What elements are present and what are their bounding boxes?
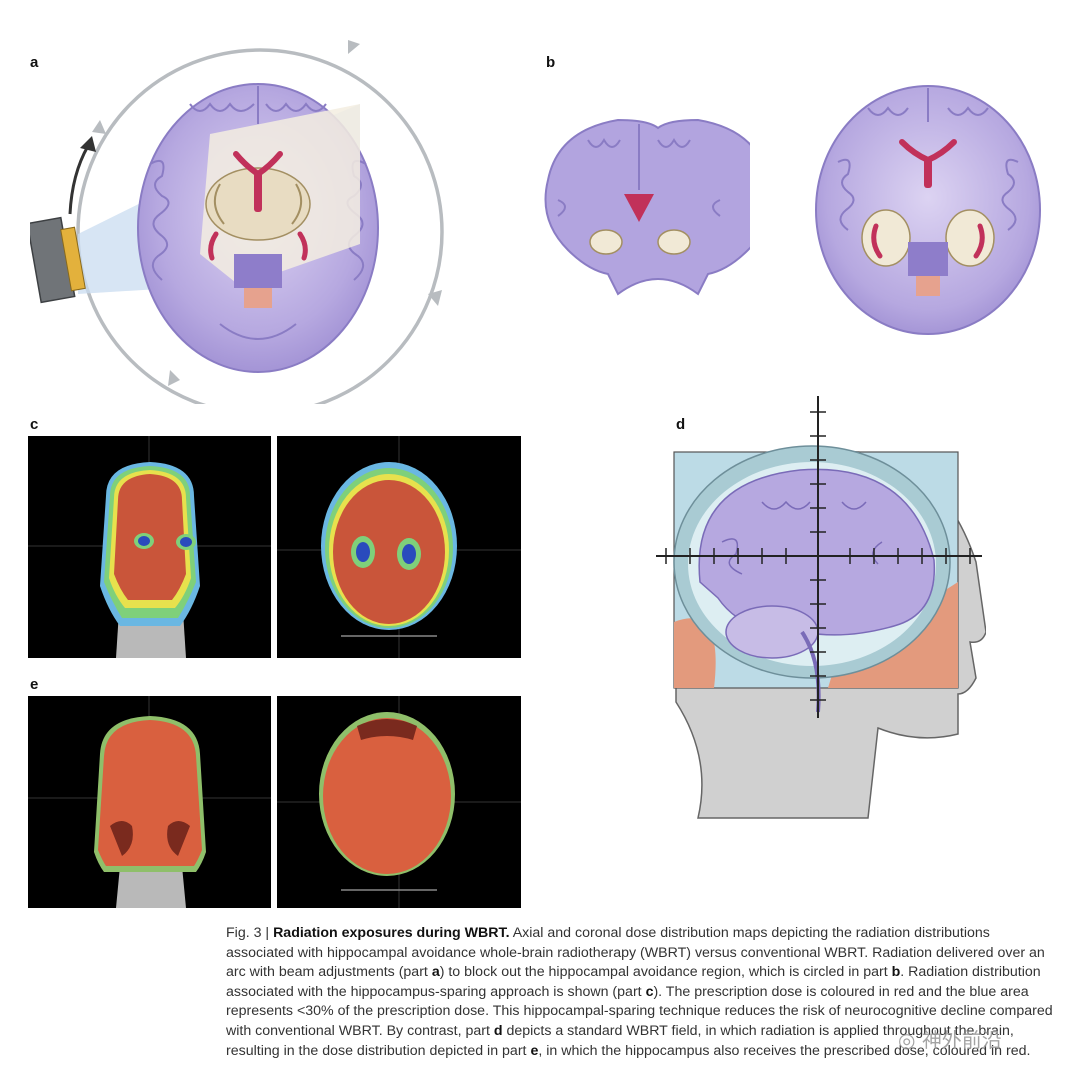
arc-arrow-left <box>92 120 106 134</box>
caption-fig-label: Fig. 3 | <box>226 925 273 941</box>
caption-ref-d: d <box>494 1023 503 1039</box>
panel-e-coronal-dose-map <box>28 696 271 908</box>
caption-seg2: ) to block out the hippocampal avoidance… <box>440 964 892 980</box>
caption-ref-b: b <box>892 964 901 980</box>
arc-arrow-top <box>348 40 360 54</box>
caption-title: Radiation exposures during WBRT. <box>273 925 509 941</box>
panel-label-c: c <box>30 416 38 433</box>
panel-label-b: b <box>546 54 555 71</box>
wechat-icon: ◎ <box>898 1028 922 1052</box>
watermark-label: 神外前沿 <box>922 1028 1002 1052</box>
caption-ref-a: a <box>432 964 440 980</box>
panel-b-axial-illustration <box>808 82 1048 342</box>
panel-d-wbrt-field-illustration <box>652 392 986 826</box>
panel-b-coronal-illustration <box>528 110 750 300</box>
panel-c-coronal-dose-map <box>28 436 271 658</box>
arc-arrow-bottom <box>168 370 180 386</box>
panel-label-e: e <box>30 676 38 693</box>
panel-e-axial-dose-map <box>277 696 521 908</box>
watermark-text: ◎ 神外前沿 <box>898 1024 1002 1053</box>
panel-a-axial-arc-illustration <box>30 24 460 404</box>
panel-c-axial-dose-map <box>277 436 521 658</box>
